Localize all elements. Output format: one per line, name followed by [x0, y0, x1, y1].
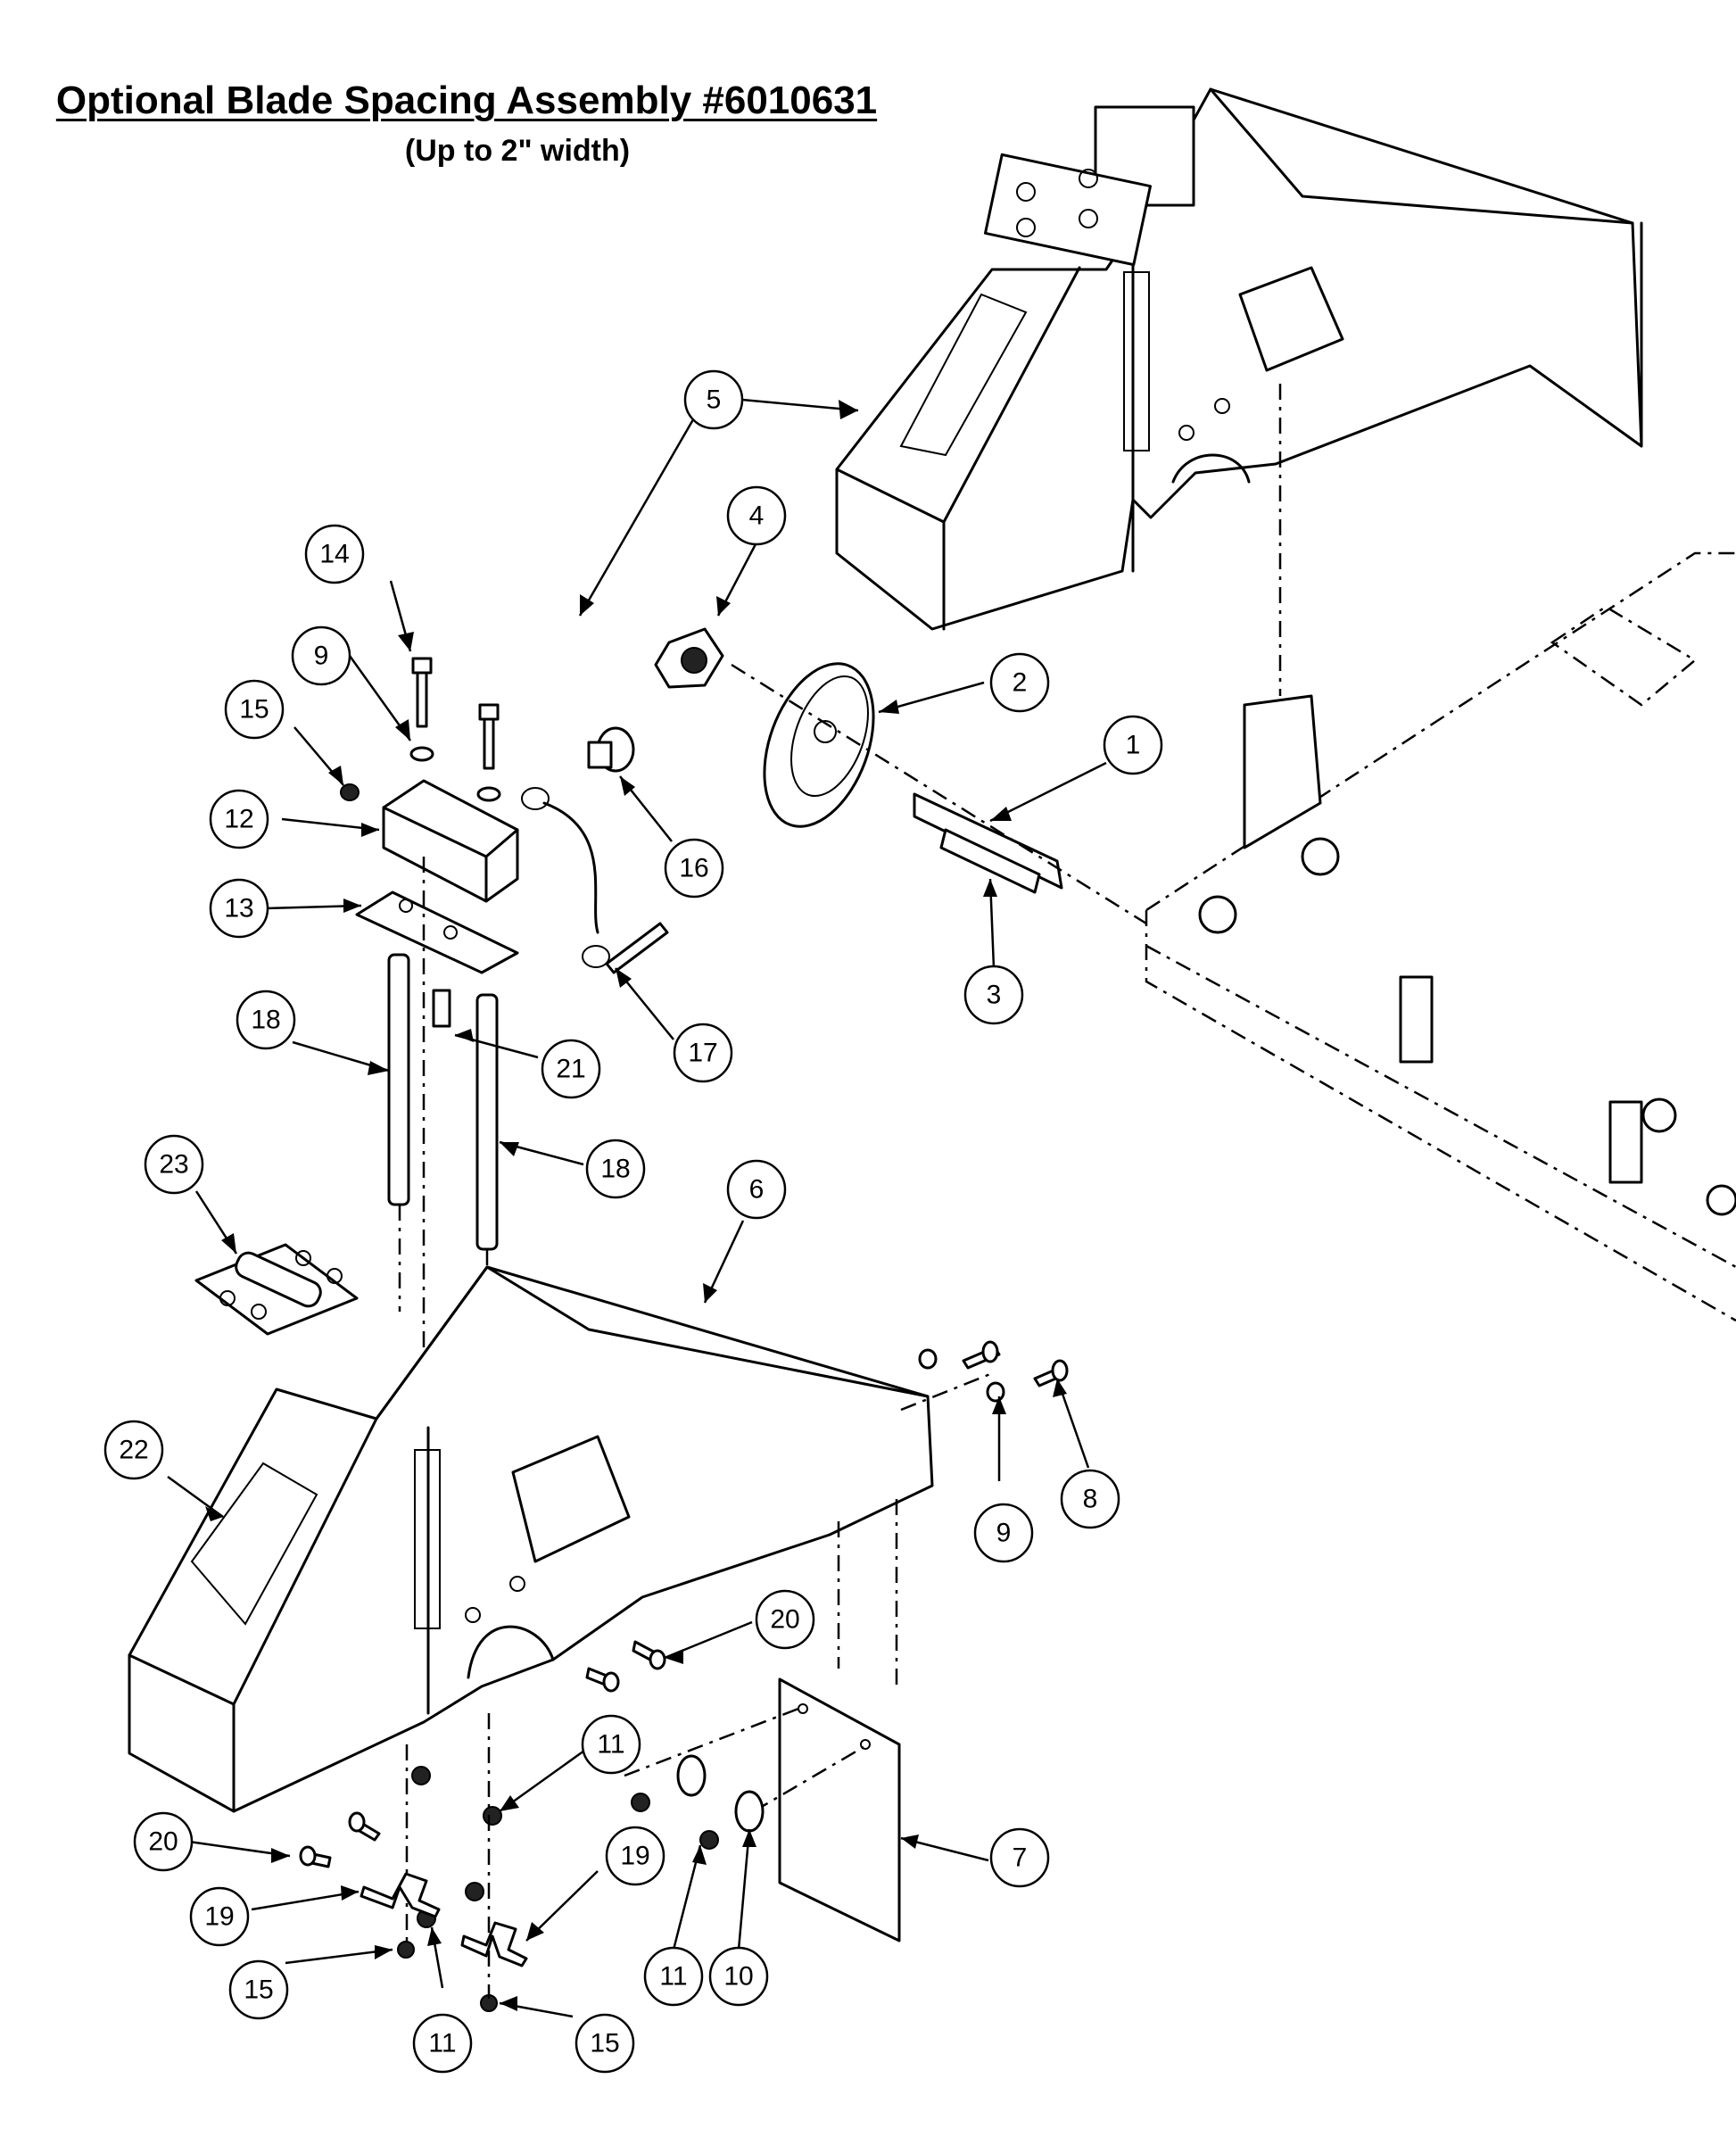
bolt-20-a — [585, 1667, 620, 1693]
svg-text:6: 6 — [749, 1175, 765, 1205]
callout-3: 3 — [963, 965, 1024, 1025]
plate-7 — [778, 1677, 901, 1942]
bolt-8-b — [1033, 1359, 1069, 1387]
svg-text:17: 17 — [688, 1039, 717, 1068]
svg-text:18: 18 — [600, 1155, 630, 1184]
callout-1: 1 — [1103, 715, 1163, 775]
svg-text:23: 23 — [159, 1150, 188, 1180]
callout-10-a: 10 — [708, 1946, 769, 2007]
svg-text:7: 7 — [1013, 1843, 1028, 1873]
callout-21: 21 — [541, 1039, 601, 1099]
svg-text:19: 19 — [204, 1902, 234, 1932]
svg-text:20: 20 — [148, 1827, 178, 1857]
svg-text:16: 16 — [679, 854, 708, 883]
callout-22: 22 — [103, 1420, 164, 1480]
pin-17 — [605, 922, 669, 974]
callout-11-c: 11 — [412, 2013, 473, 2074]
callout-19-b: 19 — [189, 1886, 250, 1947]
callout-17: 17 — [673, 1023, 733, 1083]
svg-text:10: 10 — [723, 1962, 753, 1992]
clamp-19-a — [360, 1872, 441, 1918]
svg-text:11: 11 — [597, 1730, 624, 1760]
callout-18-b: 18 — [585, 1139, 646, 1199]
svg-text:3: 3 — [987, 981, 1002, 1010]
clamp-19-b — [460, 1921, 528, 1967]
top-hinge-23 — [984, 153, 1152, 267]
svg-text:19: 19 — [620, 1842, 649, 1871]
bolt-14 — [411, 657, 433, 728]
plug-16 — [587, 726, 635, 773]
svg-text:9: 9 — [996, 1519, 1012, 1548]
callout-15-c: 15 — [575, 2013, 635, 2074]
svg-text:20: 20 — [770, 1605, 799, 1635]
bolt-14-b — [478, 703, 500, 770]
shaft-1 — [913, 792, 1063, 894]
callout-23: 23 — [144, 1134, 204, 1195]
callout-14: 14 — [304, 524, 365, 584]
callout-9: 9 — [291, 625, 351, 686]
callout-18-a: 18 — [236, 990, 296, 1050]
bolt-20-c — [299, 1845, 332, 1868]
callout-2: 2 — [989, 652, 1050, 713]
page-title: Optional Blade Spacing Assembly #6010631 — [55, 79, 878, 122]
rod-18-b — [475, 993, 499, 1251]
callout-8: 8 — [1060, 1469, 1120, 1529]
callout-7: 7 — [989, 1827, 1050, 1888]
upper-blade-guard — [835, 87, 1643, 631]
callout-9-b: 9 — [973, 1503, 1034, 1563]
bolt-20-b — [632, 1640, 666, 1670]
hinge-23 — [194, 1243, 359, 1336]
callout-4: 4 — [726, 485, 787, 546]
svg-text:5: 5 — [707, 385, 722, 415]
bolt-20-d — [348, 1811, 381, 1842]
svg-text:4: 4 — [749, 501, 765, 531]
spacer-block-12 — [382, 779, 519, 903]
fitting-21 — [432, 989, 451, 1028]
svg-text:12: 12 — [224, 805, 253, 834]
svg-text:11: 11 — [428, 2029, 456, 2058]
rod-18-a — [387, 953, 410, 1206]
svg-text:15: 15 — [239, 695, 269, 725]
callout-15: 15 — [224, 679, 285, 740]
svg-text:13: 13 — [224, 894, 253, 924]
svg-text:18: 18 — [251, 1006, 280, 1035]
svg-text:2: 2 — [1013, 668, 1028, 698]
bolt-8-a — [962, 1340, 1001, 1370]
callout-5: 5 — [683, 369, 744, 430]
callout-13: 13 — [209, 878, 269, 939]
lower-blade-guard — [128, 1265, 934, 1813]
callout-11-a: 11 — [581, 1714, 641, 1775]
svg-text:22: 22 — [119, 1436, 148, 1465]
callout-15-b: 15 — [228, 1959, 289, 2020]
plate-13 — [355, 890, 519, 974]
svg-text:15: 15 — [244, 1975, 273, 2005]
svg-text:9: 9 — [314, 642, 329, 671]
callout-12: 12 — [209, 789, 269, 849]
leader-arrows — [205, 400, 1067, 2011]
nut-4 — [654, 627, 724, 689]
callout-6: 6 — [726, 1159, 787, 1220]
callout-16: 16 — [664, 838, 724, 899]
page-subtitle: (Up to 2" width) — [404, 134, 631, 168]
svg-text:8: 8 — [1083, 1485, 1098, 1514]
svg-text:11: 11 — [659, 1962, 687, 1992]
svg-text:14: 14 — [319, 540, 349, 569]
nut-15 — [340, 783, 360, 801]
svg-text:15: 15 — [590, 2029, 619, 2058]
saw-frame — [1145, 551, 1736, 1322]
blade-flange-2 — [763, 662, 875, 828]
svg-text:1: 1 — [1126, 731, 1141, 760]
callout-19-a: 19 — [605, 1826, 665, 1886]
callout-11-b: 11 — [643, 1946, 704, 2007]
callout-20-b: 20 — [133, 1811, 194, 1872]
callout-20-a: 20 — [755, 1589, 815, 1650]
svg-text:21: 21 — [556, 1055, 585, 1084]
